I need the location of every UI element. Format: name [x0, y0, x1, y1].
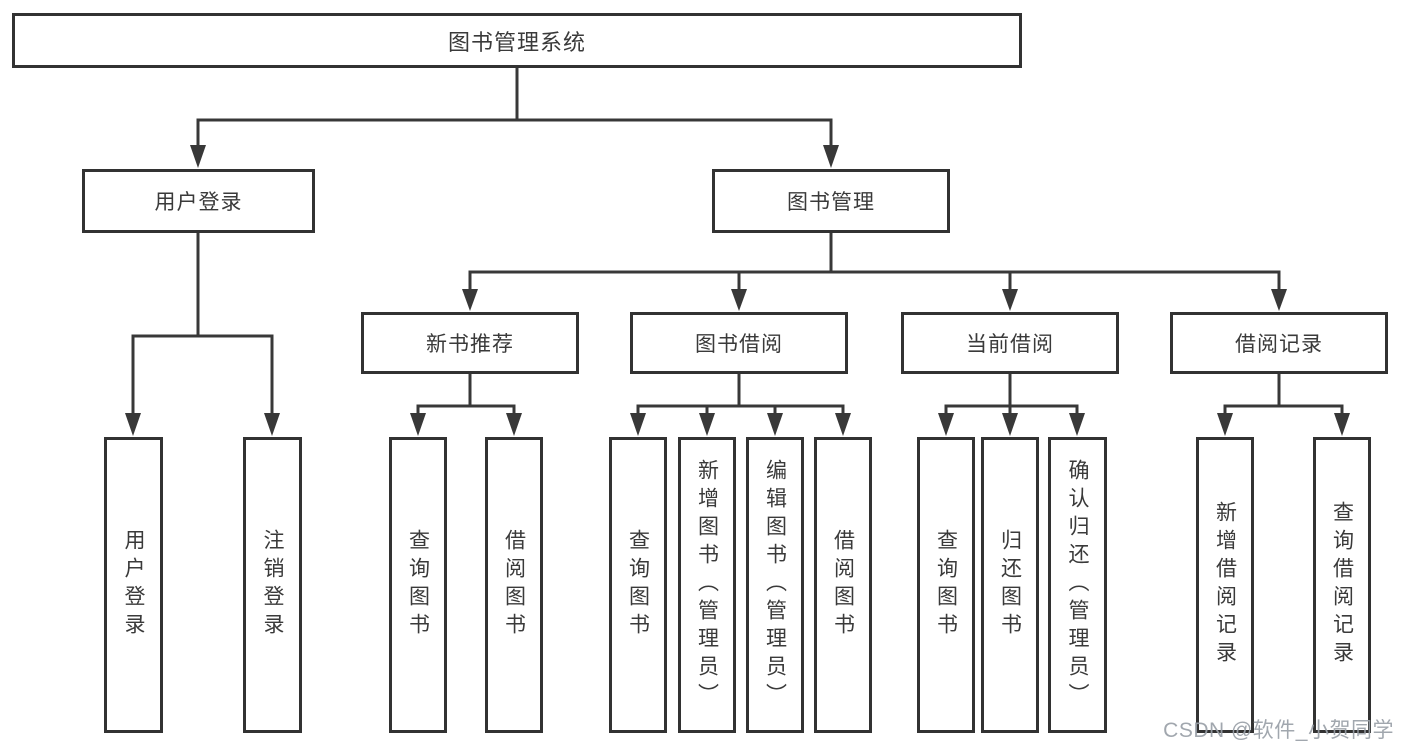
leaf-add-book-admin: 新增图书（管理员） [678, 437, 736, 733]
leaf-query-books-current-label: 查询图书 [934, 529, 958, 641]
arrowhead-icon [1334, 413, 1350, 436]
node-root: 图书管理系统 [12, 13, 1022, 68]
node-root-label: 图书管理系统 [447, 29, 586, 55]
node-current-borrow: 当前借阅 [901, 312, 1119, 374]
node-book-borrow: 图书借阅 [630, 312, 848, 374]
node-user-login-label: 用户登录 [154, 191, 243, 214]
connector-book-management [462, 231, 1287, 311]
arrowhead-icon [731, 289, 747, 311]
node-book-borrow-label: 图书借阅 [695, 333, 783, 356]
arrowhead-icon [190, 145, 206, 168]
leaf-logout-login-label: 注销登录 [261, 529, 284, 641]
leaf-add-borrow-record-label: 新增借阅记录 [1213, 501, 1237, 669]
connector-root [190, 66, 839, 168]
arrowhead-icon [938, 413, 954, 436]
arrowhead-icon [410, 413, 426, 436]
connector-current-borrow [938, 372, 1085, 436]
leaf-edit-book-admin-label: 编辑图书（管理员） [763, 459, 787, 711]
node-borrow-records: 借阅记录 [1170, 312, 1388, 374]
leaf-logout-login: 注销登录 [243, 437, 302, 733]
leaf-add-book-admin-label: 新增图书（管理员） [695, 459, 719, 711]
node-user-login: 用户登录 [82, 169, 315, 233]
leaf-query-borrow-record: 查询借阅记录 [1313, 437, 1371, 733]
arrowhead-icon [462, 289, 478, 311]
leaf-query-borrow-record-label: 查询借阅记录 [1330, 501, 1354, 669]
connector-borrow-records [1217, 372, 1350, 436]
arrowhead-icon [506, 413, 522, 436]
leaf-query-books-recommend: 查询图书 [389, 437, 447, 733]
arrowhead-icon [1002, 289, 1018, 311]
leaf-return-books-label: 归还图书 [998, 529, 1022, 641]
arrowhead-icon [1271, 289, 1287, 311]
arrowhead-icon [823, 145, 839, 168]
arrowhead-icon [630, 413, 646, 436]
leaf-edit-book-admin: 编辑图书（管理员） [746, 437, 804, 733]
node-borrow-records-label: 借阅记录 [1235, 333, 1323, 356]
leaf-query-books-borrow: 查询图书 [609, 437, 667, 733]
leaf-confirm-return-admin-label: 确认归还（管理员） [1066, 459, 1089, 711]
connector-new-book-recommend [410, 372, 522, 436]
node-book-management: 图书管理 [712, 169, 950, 233]
leaf-user-login-label: 用户登录 [122, 529, 145, 641]
node-new-book-recommend-label: 新书推荐 [426, 333, 514, 356]
watermark: CSDN @软件_小贺同学 [1163, 719, 1394, 742]
node-book-management-label: 图书管理 [787, 191, 875, 214]
leaf-add-borrow-record: 新增借阅记录 [1196, 437, 1254, 733]
arrowhead-icon [767, 413, 783, 436]
leaf-query-books-current: 查询图书 [917, 437, 975, 733]
arrowhead-icon [1217, 413, 1233, 436]
arrowhead-icon [1069, 413, 1085, 436]
connector-book-borrow [630, 372, 851, 436]
node-new-book-recommend: 新书推荐 [361, 312, 579, 374]
connector-user-login [125, 231, 280, 436]
leaf-user-login: 用户登录 [104, 437, 163, 733]
leaf-borrow-books-recommend-label: 借阅图书 [502, 529, 526, 641]
leaf-query-books-borrow-label: 查询图书 [626, 529, 650, 641]
arrowhead-icon [1002, 413, 1018, 436]
leaf-confirm-return-admin: 确认归还（管理员） [1048, 437, 1107, 733]
node-current-borrow-label: 当前借阅 [966, 333, 1054, 356]
leaf-query-books-recommend-label: 查询图书 [406, 529, 430, 641]
arrowhead-icon [835, 413, 851, 436]
leaf-borrow-books-borrow: 借阅图书 [814, 437, 872, 733]
arrowhead-icon [125, 413, 141, 436]
arrowhead-icon [264, 413, 280, 436]
leaf-borrow-books-borrow-label: 借阅图书 [831, 529, 855, 641]
leaf-borrow-books-recommend: 借阅图书 [485, 437, 543, 733]
leaf-return-books: 归还图书 [981, 437, 1039, 733]
arrowhead-icon [699, 413, 715, 436]
